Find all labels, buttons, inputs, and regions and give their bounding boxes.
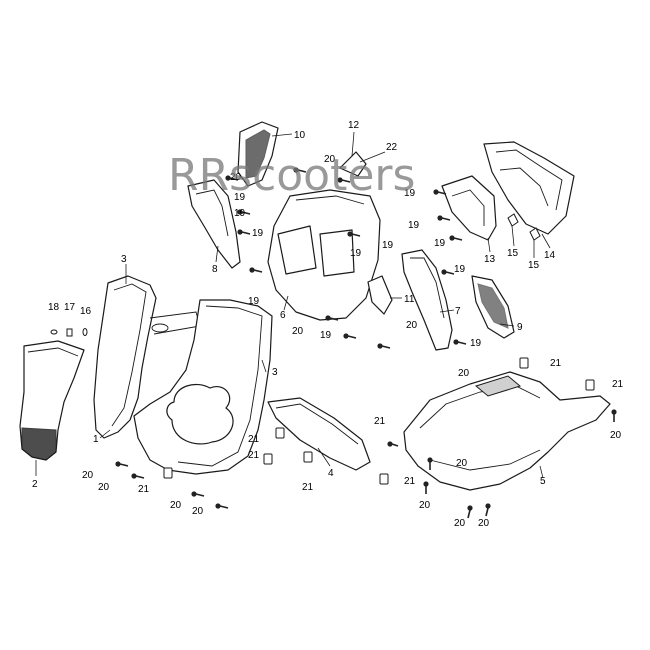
- callout-9: 9: [517, 322, 523, 333]
- floor-panel: [403, 371, 611, 491]
- right-grille: [471, 275, 515, 339]
- small-bracket-plate: [339, 151, 367, 177]
- callout-19c: 19: [252, 228, 264, 239]
- callout-20l: 20: [478, 518, 490, 529]
- callout-19j: 19: [434, 238, 446, 249]
- inner-storage-box: [267, 189, 381, 321]
- callout-21a: 21: [248, 434, 260, 445]
- callout-17: 17: [64, 302, 76, 313]
- front-lower-cover: [19, 340, 85, 461]
- callout-3a: 3: [121, 254, 127, 265]
- left-side-cover: [187, 179, 241, 269]
- callout-19a: 19: [234, 192, 246, 203]
- callout-12: 12: [348, 120, 360, 131]
- callout-21h: 21: [612, 379, 624, 390]
- callout-20f: 20: [98, 482, 110, 493]
- callout-19k: 19: [454, 264, 466, 275]
- callout-13: 13: [484, 254, 496, 265]
- callout-16: 16: [80, 306, 92, 317]
- callout-3b: 3: [272, 367, 278, 378]
- callout-20h: 20: [192, 506, 204, 517]
- callout-20b: 20: [292, 326, 304, 337]
- left-upper-grille: [237, 121, 279, 187]
- inner-leg-shield: [93, 275, 201, 439]
- callout-19d: 19: [248, 296, 260, 307]
- callout-5: 5: [540, 476, 546, 487]
- callout-20d: 20: [458, 368, 470, 379]
- speed-nuts: [163, 357, 595, 485]
- floor-side-panel: [267, 397, 371, 471]
- callout-19h: 19: [404, 188, 416, 199]
- callout-20g: 20: [170, 500, 182, 511]
- center-bracket: [441, 175, 497, 241]
- callout-11: 11: [404, 294, 415, 305]
- callout-8: 8: [212, 264, 218, 275]
- callout-22: 22: [386, 142, 398, 153]
- callout-20c: 20: [406, 320, 418, 331]
- callout-15a: 15: [507, 248, 519, 259]
- leader-lines: [35, 131, 551, 479]
- callout-20n: 20: [230, 172, 242, 183]
- callout-19g: 19: [382, 240, 394, 251]
- callout-20i: 20: [456, 458, 468, 469]
- callout-20j: 20: [419, 500, 431, 511]
- screws: [115, 167, 617, 519]
- callout-20e: 20: [82, 470, 94, 481]
- callout-19e: 19: [320, 330, 332, 341]
- callout-21g: 21: [550, 358, 562, 369]
- small-hardware: [50, 213, 541, 337]
- callout-21e: 21: [374, 416, 386, 427]
- callout-20a: 20: [324, 154, 336, 165]
- frame-bracket: [483, 141, 575, 235]
- callout-19f: 19: [350, 248, 362, 259]
- callout-19i: 19: [408, 220, 420, 231]
- right-side-cover: [401, 249, 453, 351]
- callout-1: 1: [93, 434, 99, 445]
- callout-2: 2: [32, 479, 38, 490]
- callout-15b: 15: [528, 260, 540, 271]
- small-bracket: [367, 275, 393, 315]
- leg-shield: [133, 299, 273, 475]
- callout-20k: 20: [454, 518, 466, 529]
- callout-20m: 20: [610, 430, 622, 441]
- callout-18: 18: [48, 302, 60, 313]
- callout-21d: 21: [138, 484, 150, 495]
- callout-14: 14: [544, 250, 556, 261]
- callout-19b: 19: [234, 208, 246, 219]
- callout-7: 7: [455, 306, 461, 317]
- callout-labels: 1 2 3 3 4 5 6 7 8 9 10 11 12 13 14 15 15…: [32, 120, 624, 529]
- callout-21c: 21: [302, 482, 314, 493]
- callout-4: 4: [328, 468, 334, 479]
- callout-21f: 21: [404, 476, 416, 487]
- watermark-text: RRscooters: [168, 150, 415, 201]
- callout-21b: 21: [248, 450, 260, 461]
- callout-10: 10: [294, 130, 306, 141]
- callout-19l: 19: [470, 338, 482, 349]
- callout-6: 6: [280, 310, 286, 321]
